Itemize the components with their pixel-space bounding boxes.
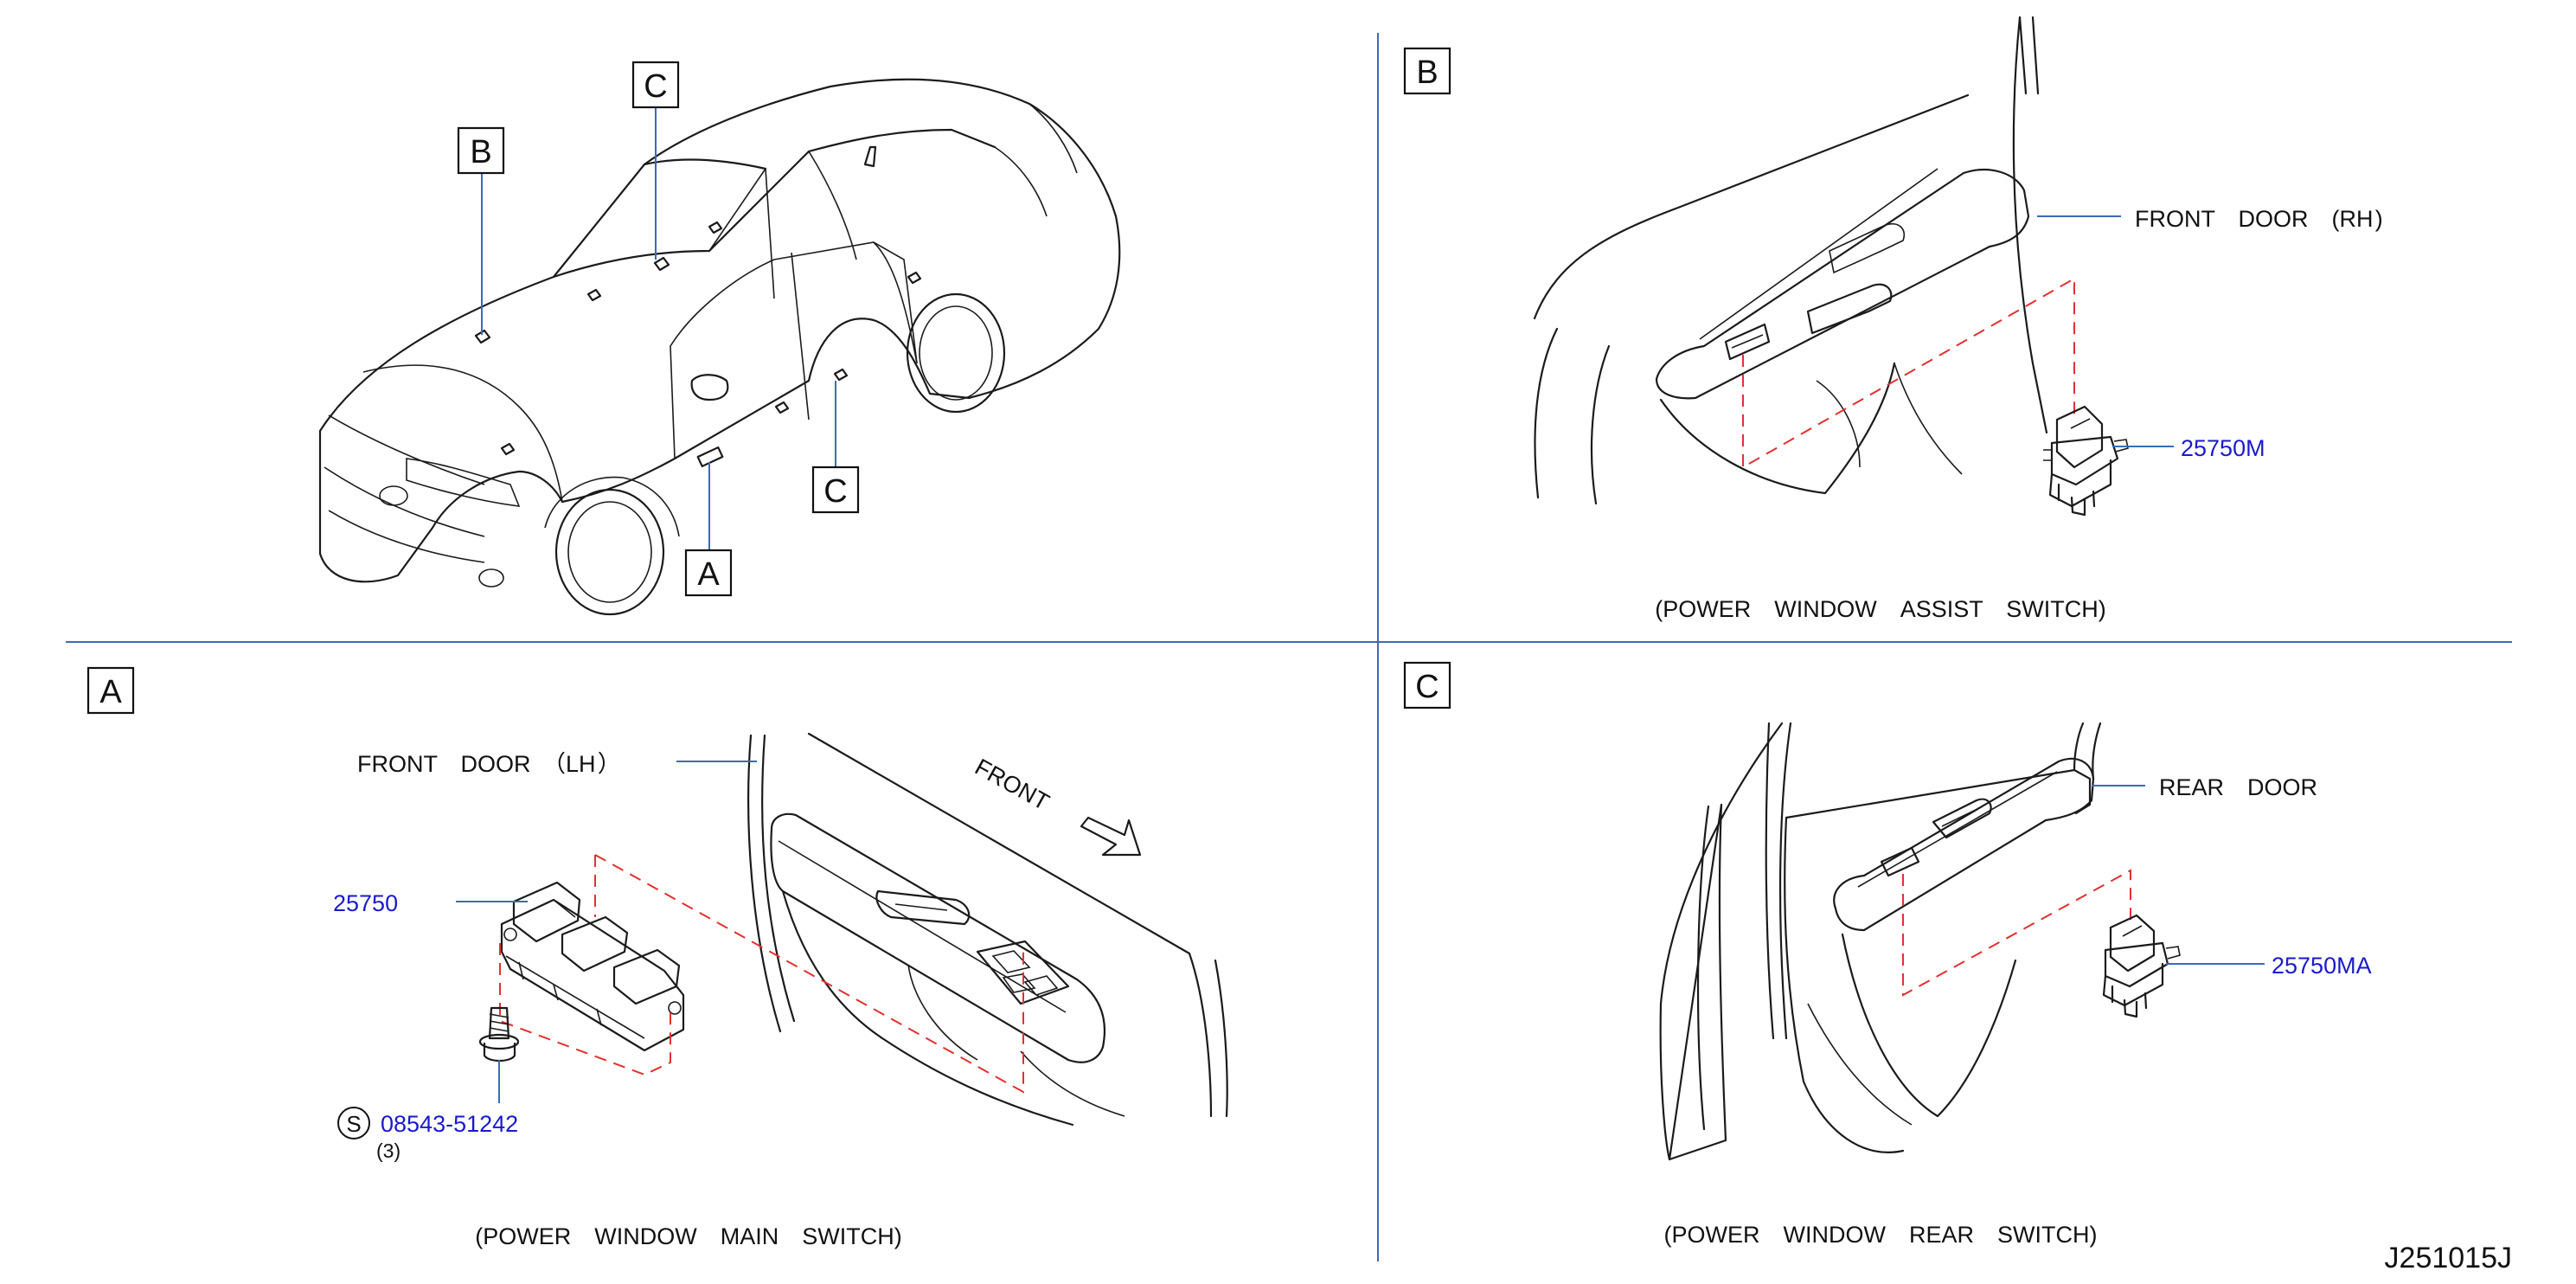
diagram-id: J251015J [2385,1242,2512,1274]
callout-overview-b: B [457,126,505,175]
callout-panel-c: C [1403,661,1451,709]
part-number-25750[interactable]: 25750 [333,890,398,916]
car-overview-illustration [318,78,1121,616]
caption-power-window-assist-switch: (POWER WINDOW ASSIST SWITCH) [1655,596,2105,622]
main-switch-25750-illustration [500,881,685,1052]
svg-text:C: C [1415,669,1439,705]
caption-power-window-rear-switch: (POWER WINDOW REAR SWITCH) [1664,1222,2098,1248]
callout-overview-a: A [684,549,733,597]
label-front-door-rh: FRONT DOOR (RH ) [2135,206,2383,232]
screw-08543-51242-illustration [478,1006,520,1063]
label-front-door-lh: FRONT DOOR （LH ） [357,751,621,777]
svg-text:B: B [1416,55,1438,91]
svg-text:A: A [697,556,720,593]
svg-text:S: S [346,1111,361,1137]
front-door-rh-illustration [1533,16,2048,505]
callout-panel-a: A [87,666,135,715]
svg-text:B: B [470,134,491,170]
part-number-25750ma[interactable]: 25750MA [2272,953,2372,979]
caption-power-window-main-switch: (POWER WINDOW MAIN SWITCH) [475,1223,901,1249]
svg-text:A: A [99,674,122,710]
svg-text:C: C [644,68,667,105]
dashed-guide-a [499,854,1024,1094]
dashed-guide-b [1742,277,2075,469]
screw-symbol-s: S [337,1107,370,1140]
callout-overview-c-side: C [811,465,860,514]
rear-door-illustration [1659,722,2102,1161]
front-door-lh-illustration [747,732,1228,1127]
direction-label-front: FRONT [971,754,1054,815]
switch-25750ma-illustration [2102,914,2181,1018]
part-number-08543-51242[interactable]: 08543-51242 [381,1111,518,1137]
switch-25750m-illustration [2043,405,2129,517]
callout-panel-b: B [1403,47,1451,95]
svg-text:C: C [823,473,847,510]
dashed-guide-c [1902,869,2131,997]
screw-quantity: (3) [376,1140,400,1162]
part-number-25750m[interactable]: 25750M [2181,435,2265,461]
label-rear-door: REAR DOOR [2159,774,2317,800]
callout-overview-c-top: C [631,61,680,109]
front-direction-arrow [1080,816,1142,857]
